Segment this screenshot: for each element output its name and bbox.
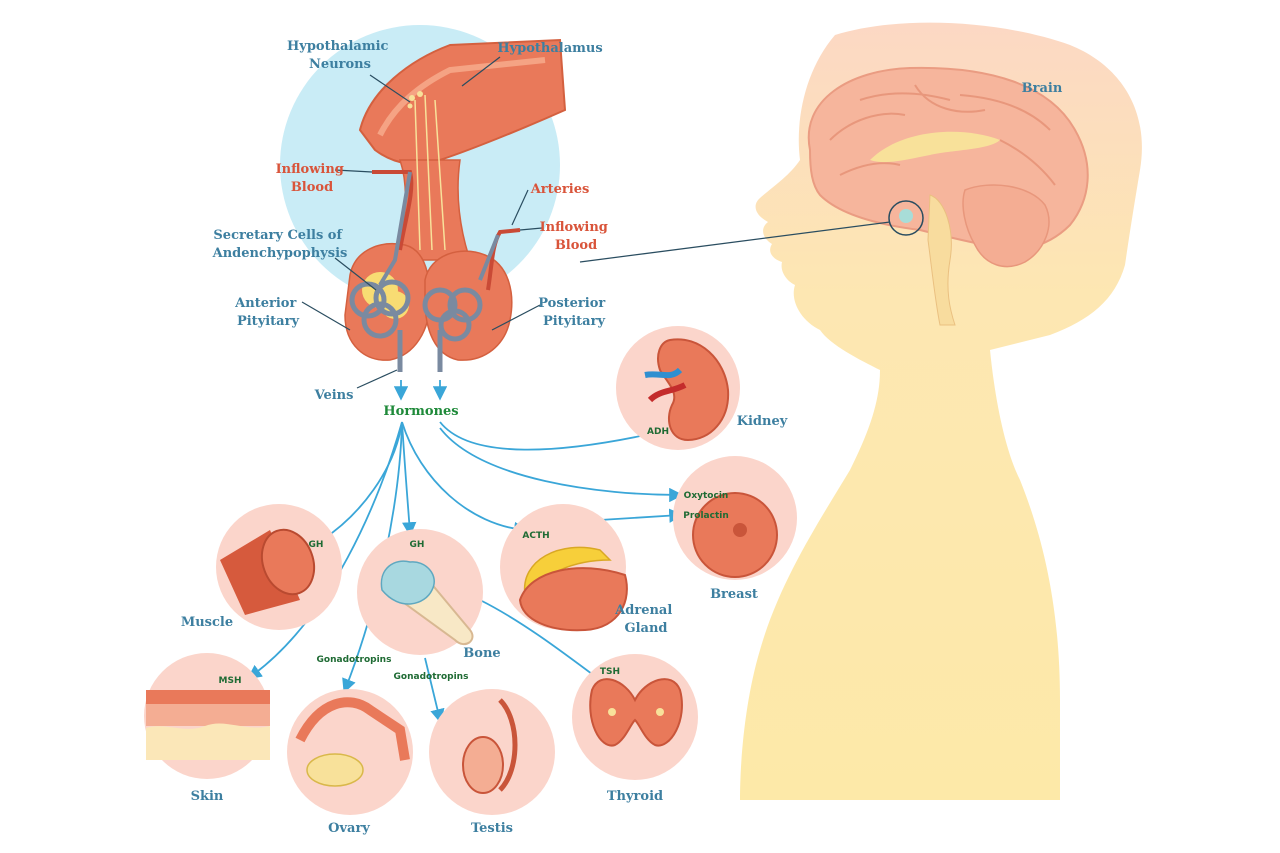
hormone-arrows	[247, 380, 684, 724]
organ-testis	[429, 689, 555, 815]
hypothalamic-neurons-label: Hypothalamic Neurons	[287, 39, 393, 72]
gonadotropins-testis-tag: Gonadotropins	[394, 672, 469, 682]
anterior-pituitary-label: Anterior Pityitary	[234, 296, 301, 329]
organ-kidney	[616, 326, 740, 450]
breast-label: Breast	[710, 587, 758, 602]
organ-muscle	[216, 504, 342, 630]
kidney-label: Kidney	[737, 414, 788, 429]
hypothalamus-label: Hypothalamus	[497, 41, 602, 56]
posterior-pituitary-label: Posterior Pityitary	[538, 296, 610, 329]
gh-muscle-tag: GH	[309, 540, 324, 550]
ovary-label: Ovary	[328, 821, 370, 836]
acth-tag: ACTH	[522, 531, 549, 541]
pituitary-zoom	[280, 25, 567, 372]
organ-bone	[357, 529, 483, 655]
label-pointers	[301, 56, 543, 389]
neuron-dots	[407, 91, 423, 109]
organ-thyroid	[572, 654, 698, 780]
inflowing-blood-right-label: Inflowing Blood	[540, 220, 613, 253]
skin-label: Skin	[191, 789, 224, 804]
organ-ovary	[287, 689, 413, 815]
hormones-label: Hormones	[383, 404, 458, 419]
adrenal-label: Adrenal Gland	[614, 603, 677, 636]
msh-tag: MSH	[219, 676, 242, 686]
prolactin-tag: Prolactin	[683, 511, 729, 521]
organ-adrenal	[500, 504, 628, 632]
inflowing-blood-left-label: Inflowing Blood	[276, 162, 349, 195]
gh-bone-tag: GH	[410, 540, 425, 550]
arteries-label: Arteries	[530, 182, 590, 197]
oxytocin-tag: Oxytocin	[684, 491, 729, 501]
testis-label: Testis	[471, 821, 513, 836]
zoom-connector-line	[579, 221, 891, 263]
thyroid-label: Thyroid	[607, 789, 663, 804]
pituitary-highlight-circle	[888, 200, 924, 236]
secretary-cells-label: Secretary Cells of Andenchypophysis	[212, 228, 348, 261]
tsh-tag: TSH	[600, 667, 620, 677]
organ-skin	[144, 653, 270, 779]
bone-label: Bone	[463, 646, 500, 661]
brain-label: Brain	[1022, 81, 1063, 96]
veins-label: Veins	[314, 388, 354, 403]
brain-illustration	[807, 66, 1089, 326]
organ-breast	[673, 456, 797, 580]
muscle-label: Muscle	[181, 615, 233, 630]
gonadotropins-ovary-tag: Gonadotropins	[317, 655, 392, 665]
adh-tag: ADH	[647, 427, 669, 437]
